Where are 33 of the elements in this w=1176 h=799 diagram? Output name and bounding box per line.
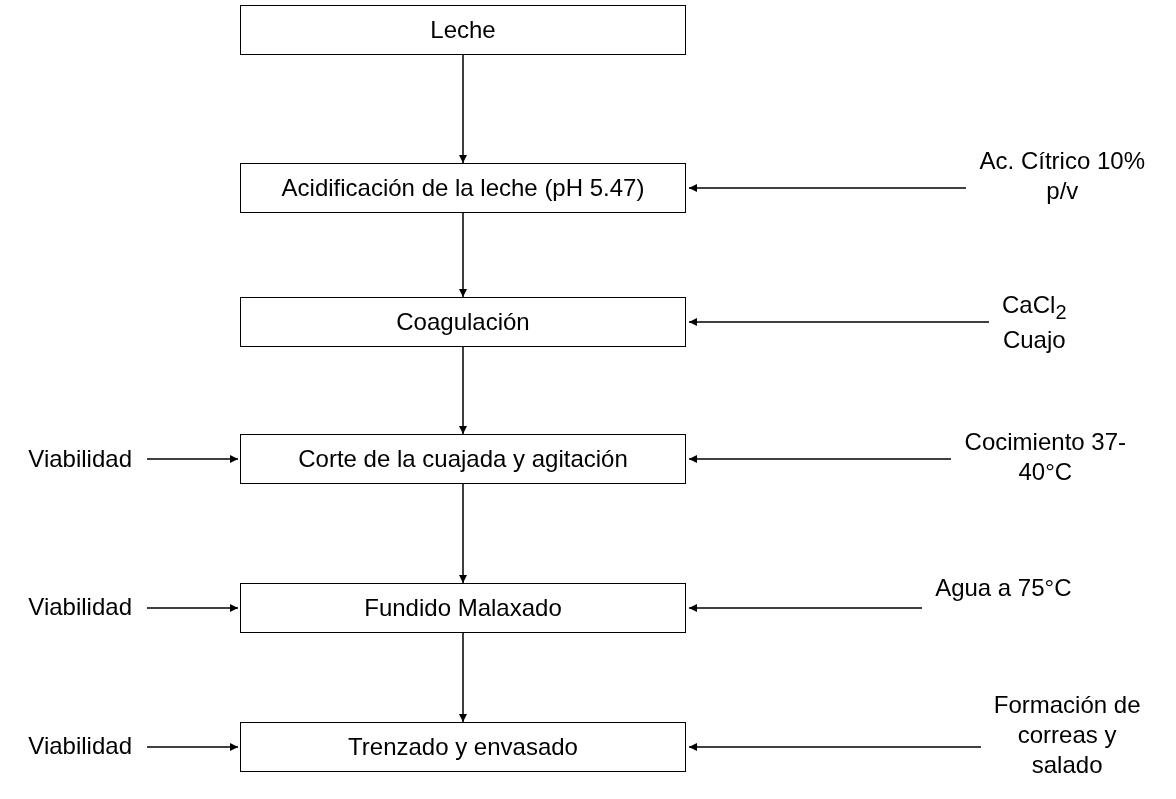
- input-label: Viabilidad: [27, 731, 134, 761]
- input-label: Formación de correas y salado: [992, 690, 1142, 780]
- arrow: [146, 455, 239, 463]
- process-box: [240, 722, 686, 772]
- input-label: Cocimiento 37-40°C: [963, 427, 1128, 487]
- process-label: Coagulación: [396, 308, 530, 336]
- arrow: [688, 743, 982, 751]
- process-label: Corte de la cuajada y agitación: [298, 445, 628, 473]
- process-label: Leche: [430, 16, 496, 44]
- process-label: Acidificación de la leche (pH 5.47): [281, 174, 645, 202]
- process-label: Trenzado y envasado: [348, 733, 578, 761]
- input-label: CaCl$_{2}$ Cuajo: [1000, 290, 1068, 355]
- arrow: [459, 212, 467, 298]
- process-box: [240, 434, 686, 484]
- arrow: [146, 604, 239, 612]
- arrow: [459, 346, 467, 435]
- arrow: [688, 318, 990, 326]
- input-label: Agua a 75°C: [933, 573, 1073, 603]
- arrow: [146, 743, 239, 751]
- arrow: [688, 604, 923, 612]
- arrow: [688, 184, 967, 192]
- arrow: [459, 54, 467, 164]
- arrow: [688, 455, 952, 463]
- arrow: [459, 632, 467, 723]
- process-box: [240, 163, 686, 213]
- process-label: Fundido Malaxado: [364, 594, 562, 622]
- arrow: [459, 483, 467, 584]
- input-label: Viabilidad: [27, 592, 134, 622]
- process-box: [240, 583, 686, 633]
- process-box: [240, 297, 686, 347]
- input-label: Viabilidad: [27, 444, 134, 474]
- input-label: Ac. Cítrico 10% p/v: [978, 146, 1147, 206]
- process-box: [240, 5, 686, 55]
